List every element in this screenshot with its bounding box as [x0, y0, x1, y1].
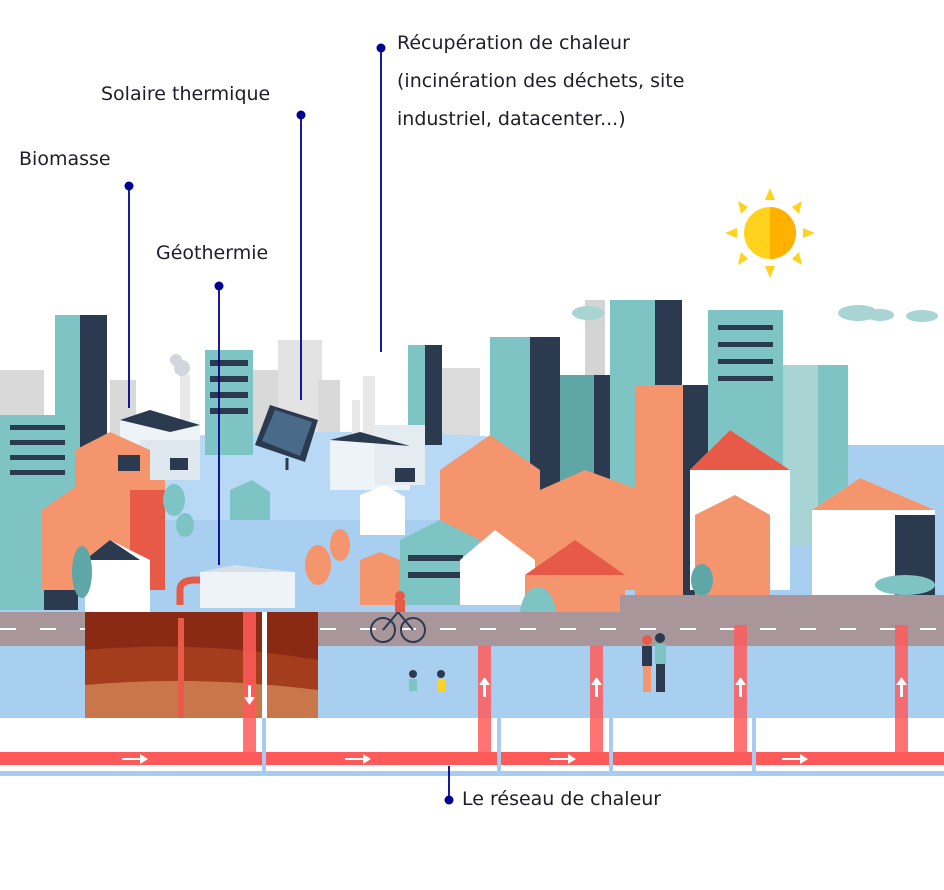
label-recuperation-chaleur: Récupération de chaleur (incinération de…: [397, 32, 685, 130]
leader-lines: [124, 43, 454, 805]
heat-recovery-plant: [330, 376, 425, 490]
sun-icon: [725, 188, 815, 278]
label-reseau-chaleur: Le réseau de chaleur: [462, 788, 662, 810]
people: [370, 591, 666, 692]
houses: [42, 430, 935, 650]
label-geothermie: Géothermie: [156, 242, 269, 264]
clouds: [572, 305, 938, 322]
solar-thermal-panel: [255, 405, 318, 470]
label-solaire-thermique: Solaire thermique: [101, 83, 271, 105]
geothermal-soil: [85, 612, 318, 718]
street-right: [620, 595, 944, 625]
background-buildings: [0, 300, 605, 610]
heat-network-pipes: [0, 612, 944, 776]
flow-arrows: [122, 677, 907, 764]
label-biomasse: Biomasse: [19, 148, 111, 170]
geothermal-unit: [176, 565, 295, 608]
